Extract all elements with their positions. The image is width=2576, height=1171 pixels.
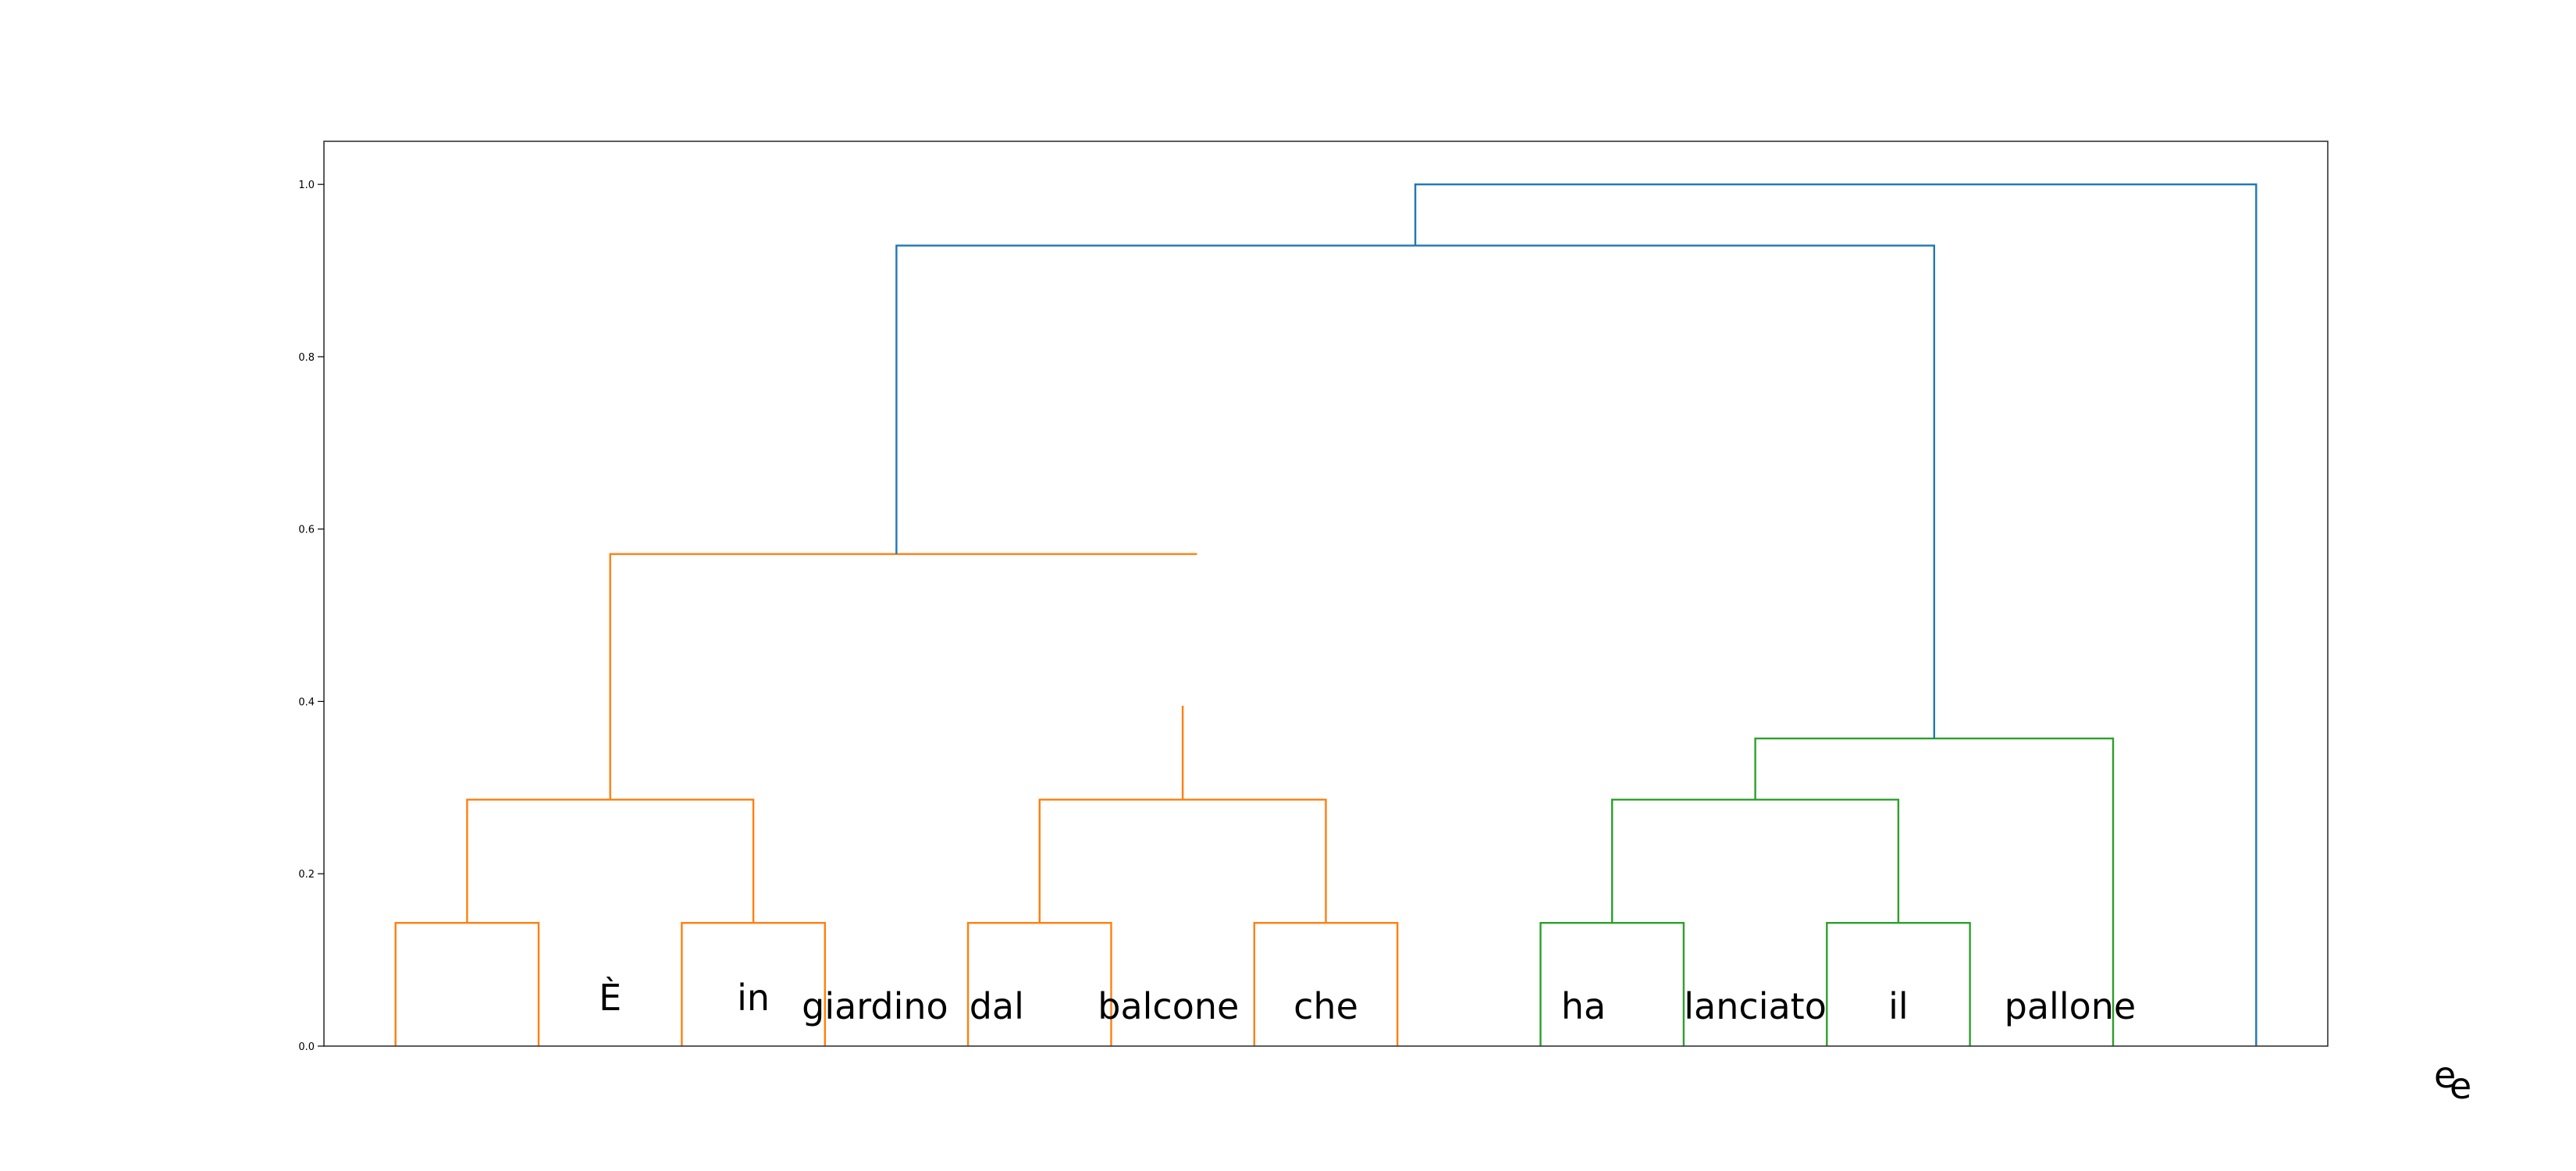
word-label: È (599, 977, 621, 1019)
axes-frame (323, 141, 2329, 1047)
y-axis: 0.0 0.2 0.4 0.6 0.8 1.0 (298, 180, 324, 1053)
word-label: balcone (1098, 985, 1239, 1027)
dendrogram-link-13 (1414, 183, 2258, 1046)
word-label: il (1888, 985, 1909, 1027)
y-tick-label: 0.0 (298, 1041, 315, 1053)
y-tick-label: 1.0 (298, 180, 315, 191)
dendrogram-link-7 (609, 553, 1197, 800)
word-label: in (737, 977, 770, 1019)
word-label: giardino (802, 985, 948, 1027)
word-label: lanciato (1684, 985, 1827, 1027)
word-label: ha (1561, 985, 1606, 1027)
y-tick-label: 0.8 (298, 352, 315, 364)
word-label: che (1293, 985, 1358, 1027)
word-label: dal (970, 985, 1024, 1027)
stray-text: ee (2434, 1054, 2471, 1107)
y-tick-label: 0.2 (298, 869, 315, 881)
dendrogram-links (394, 183, 2258, 1046)
y-tick-label: 0.6 (298, 525, 315, 536)
word-label: pallone (2005, 985, 2137, 1027)
y-tick-label: 0.4 (298, 696, 315, 708)
